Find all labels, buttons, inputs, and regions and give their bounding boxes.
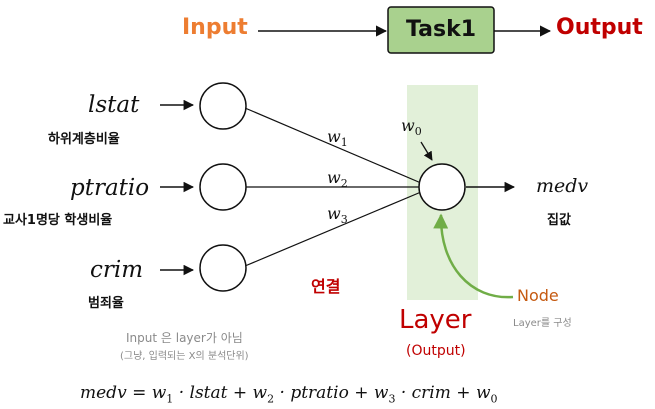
connection-label: 연결 [311, 277, 341, 296]
feature-lstat-korean: 하위계층비율 [48, 132, 120, 147]
input-note-line2: (그냥, 입력되는 X의 분석단위) [120, 351, 249, 362]
equation-term2-w: w [252, 383, 268, 403]
output-node [418, 163, 466, 211]
output-name: medv [536, 175, 589, 197]
input-node-lstat [199, 82, 247, 130]
feature-crim-korean: 범죄율 [88, 296, 124, 311]
weight-w3-label: w3 [327, 204, 348, 226]
equation-term1-x: lstat [189, 383, 228, 403]
node-pointer-arrow [433, 213, 514, 299]
bias-arrow [420, 141, 433, 161]
layer-title: Layer [399, 305, 472, 335]
node-note-title: Node [517, 286, 559, 305]
task-box [387, 6, 495, 54]
weight-w1-sub: 1 [340, 136, 348, 150]
equation-term3-sub: 3 [388, 392, 396, 406]
weight-w0-base: w [401, 116, 415, 135]
weight-w1-base: w [327, 127, 341, 146]
task-label: Task1 [405, 17, 477, 42]
weight-w1-label: w1 [327, 127, 348, 149]
output-korean: 집값 [547, 213, 571, 228]
equation-term1-w: w [151, 383, 167, 403]
connection-w3 [244, 191, 422, 267]
weight-w3-base: w [327, 204, 341, 223]
connection-w1 [244, 107, 422, 184]
equation-lhs: medv [80, 383, 127, 403]
equation-term3-x: crim [411, 383, 451, 403]
equation-bias-sub: 0 [490, 392, 498, 406]
equation-term3-w: w [373, 383, 389, 403]
equation-bias-w: w [475, 383, 491, 403]
weight-w3-sub: 3 [340, 213, 348, 227]
input-note-line1: Input 은 layer가 아님 [126, 331, 243, 345]
weight-w2-sub: 2 [340, 177, 348, 191]
input-node-crim [199, 244, 247, 292]
equation-term2-x: ptratio [290, 383, 349, 403]
equation-term2-sub: 2 [267, 392, 275, 406]
feature-ptratio-name: ptratio [70, 175, 150, 201]
feature-crim-name: crim [90, 257, 144, 283]
output-label: Output [556, 15, 643, 40]
equation: medv = w1 · lstat + w2 · ptratio + w3 · … [80, 383, 498, 406]
input-node-ptratio [199, 163, 247, 211]
weight-w0-sub: 0 [414, 125, 422, 139]
input-label: Input [182, 15, 248, 40]
weight-w2-base: w [327, 168, 341, 187]
layer-sub: (Output) [406, 343, 466, 359]
node-note-sub: Layer를 구성 [513, 318, 572, 329]
feature-ptratio-korean: 교사1명당 학생비율 [3, 213, 113, 228]
equation-term1-sub: 1 [166, 392, 174, 406]
weight-w0-label: w0 [401, 116, 422, 138]
weight-w2-label: w2 [327, 168, 348, 190]
feature-lstat-name: lstat [88, 92, 140, 118]
